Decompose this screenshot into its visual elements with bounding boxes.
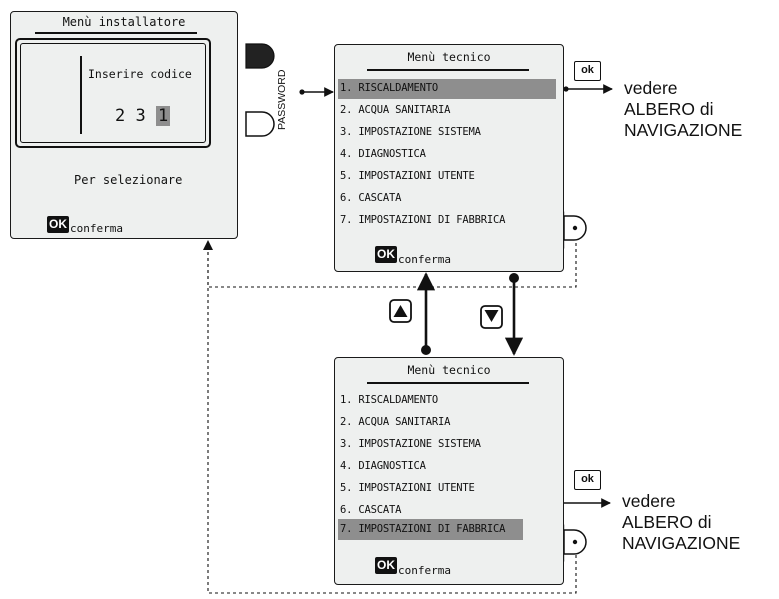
plus-physical-button [245,43,275,69]
down-transition [504,273,524,356]
top-ok-connector [563,84,613,94]
see-tree-bottom-line2: ALBERO di [622,512,712,532]
tech-bottom-item-1[interactable]: 1. RISCALDAMENTO [340,394,438,406]
tech-bottom-item-6[interactable]: 6. CASCATA [340,504,402,516]
ok-badge: OK [47,216,69,233]
tech-bottom-ok-badge: OK [375,557,397,574]
confirm-label: conferma [70,222,123,235]
password-label: PASSWORD [276,69,288,130]
see-tree-top-line3: NAVIGAZIONE [624,120,743,140]
tech-top-item-7[interactable]: 7. IMPOSTAZIONI DI FABBRICA [340,214,506,226]
tech-bottom-item-7[interactable]: 7. IMPOSTAZIONI DI FABBRICA [340,523,506,535]
tech-top-ok-badge: OK [375,246,397,263]
code-entry-frame [15,38,211,148]
code-divider [80,56,82,134]
tech-top-item-3[interactable]: 3. IMPOSTAZIONE SISTEMA [340,126,481,138]
code-active-digit[interactable]: 1 [155,106,171,126]
tech-top-item-4[interactable]: 4. DIAGNOSTICA [340,148,426,160]
tech-top-item-5[interactable]: 5. IMPOSTAZIONI UTENTE [340,170,475,182]
tech-bottom-title-rule [367,382,529,384]
tech-top-item-1[interactable]: 1. RISCALDAMENTO [340,82,438,94]
installer-screen: Menù installatore Inserire codice 2 3 1 … [10,11,238,239]
see-tree-bottom: vedere ALBERO di NAVIGAZIONE [622,491,740,554]
tech-bottom-highlight [338,519,523,540]
back-link-bottom [207,243,577,594]
tech-menu-top: Menù tecnico 1. RISCALDAMENTO 2. ACQUA S… [334,44,564,272]
tech-top-title: Menù tecnico [407,50,491,64]
code-digits[interactable]: 2 3 1 [115,106,171,126]
ok-key-top[interactable]: ok [574,61,601,81]
tech-top-title-rule [367,69,529,71]
see-tree-top-line1: vedere [624,78,678,98]
see-tree-bottom-line1: vedere [622,491,676,511]
tech-bottom-item-4[interactable]: 4. DIAGNOSTICA [340,460,426,472]
installer-title-rule [35,32,197,34]
code-entered-digits: 2 3 [115,106,146,126]
installer-title: Menù installatore [62,15,186,29]
password-connector [299,87,334,97]
down-arrow-icon [480,305,503,329]
tech-top-item-2[interactable]: 2. ACQUA SANITARIA [340,104,451,116]
see-tree-top: vedere ALBERO di NAVIGAZIONE [624,78,742,141]
up-arrow-icon [389,299,412,323]
minus-physical-button [245,111,275,137]
select-hint: Per selezionare [74,173,183,187]
tech-top-confirm: conferma [398,253,451,266]
code-prompt: Inserire codice [88,67,192,81]
tech-bottom-item-3[interactable]: 3. IMPOSTAZIONE SISTEMA [340,438,481,450]
tech-top-item-6[interactable]: 6. CASCATA [340,192,402,204]
see-tree-bottom-line3: NAVIGAZIONE [622,533,741,553]
tech-bottom-item-5[interactable]: 5. IMPOSTAZIONI UTENTE [340,482,475,494]
see-tree-top-line2: ALBERO di [624,99,714,119]
ok-key-bottom[interactable]: ok [574,470,601,490]
tech-bottom-title: Menù tecnico [407,363,491,377]
up-transition [416,272,436,355]
tech-bottom-confirm: conferma [398,564,451,577]
tech-top-highlight [338,79,556,99]
tech-menu-bottom: Menù tecnico 1. RISCALDAMENTO 2. ACQUA S… [334,357,564,585]
tech-bottom-item-2[interactable]: 2. ACQUA SANITARIA [340,416,451,428]
